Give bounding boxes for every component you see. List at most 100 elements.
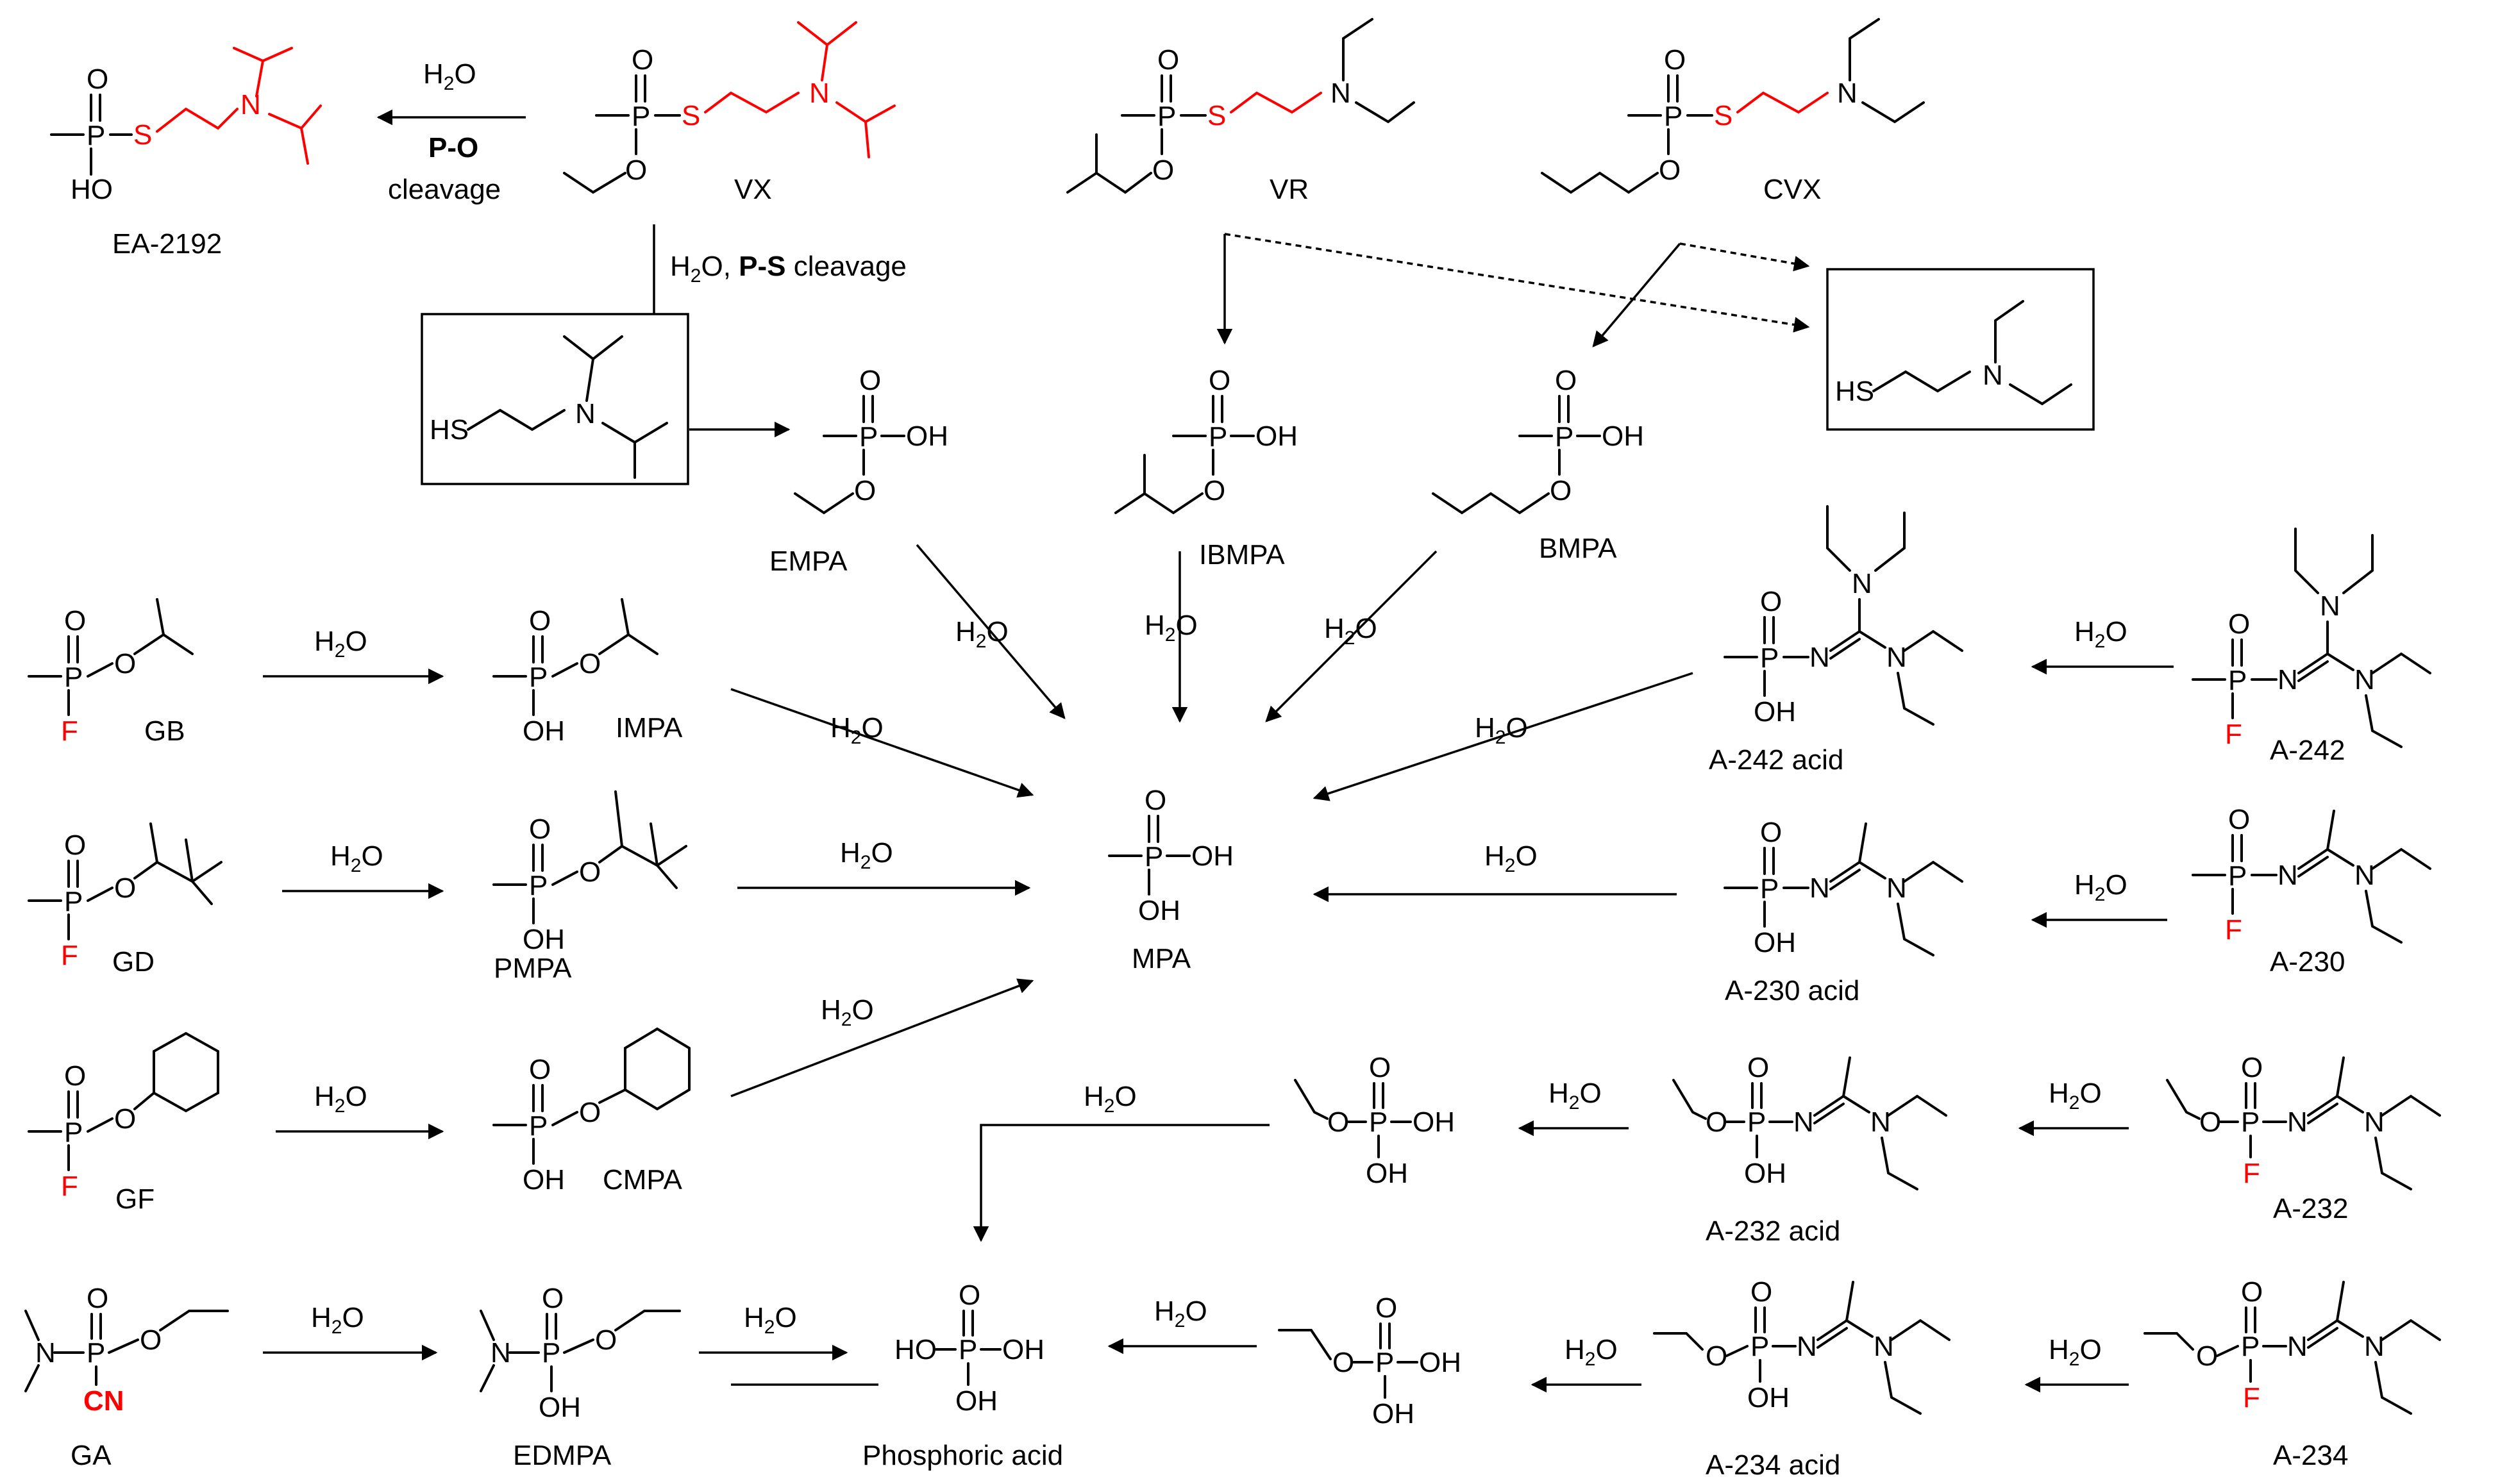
svg-text:H2O: H2O [1484,840,1538,876]
svg-text:O: O [595,1324,617,1356]
vx-label: VX [734,174,772,205]
svg-text:F: F [2243,1158,2260,1189]
svg-text:O: O [1550,475,1572,506]
vr-label: VR [1270,174,1309,205]
a230acid-label: A-230 acid [1725,975,1859,1006]
svg-text:H2O: H2O [1084,1081,1137,1117]
bmpa-structure: OH O [1432,363,1644,515]
ea2192-structure: HO S N [50,47,322,205]
thiol-box-vx [421,313,689,485]
svg-text:H2O: H2O [2049,1334,2102,1370]
svg-text:O: O [1152,154,1174,186]
svg-text:O: O [114,1103,136,1135]
svg-text:H2O, P-S cleavage: H2O, P-S cleavage [670,251,907,287]
gd-structure: F O [28,822,222,971]
svg-text:O: O [2196,1340,2218,1372]
svg-text:H2O: H2O [2074,869,2127,905]
a232-label: A-232 [2273,1193,2348,1224]
svg-text:H2O: H2O [840,837,893,873]
svg-text:OH: OH [539,1392,581,1423]
svg-text:O: O [1747,1052,1769,1083]
svg-text:O: O [114,872,136,904]
svg-text:H2O: H2O [423,58,476,94]
svg-text:H2O: H2O [744,1302,797,1338]
ga-structure: N P O CN O [24,1283,229,1417]
svg-text:H2O: H2O [1548,1078,1602,1113]
svg-text:N: N [1852,568,1872,599]
svg-text:P: P [1747,1106,1766,1138]
svg-text:O: O [1204,475,1225,506]
svg-text:F: F [2225,719,2242,750]
phosphoric-acid-structure: HO P O OH OH [894,1280,1044,1417]
svg-text:OH: OH [1744,1158,1786,1189]
svg-text:OH: OH [523,715,565,747]
svg-text:O: O [542,1283,564,1314]
methyl-phosphate-structure: O P O OH OH [1294,1052,1455,1189]
svg-text:S: S [1714,100,1732,131]
svg-text:OH: OH [1366,1158,1408,1189]
svg-text:N: N [575,398,596,429]
svg-text:P: P [1750,1331,1769,1362]
dipa-thiol-structure: HS N [430,335,668,479]
svg-text:HS: HS [430,414,469,446]
svg-text:O: O [1332,1347,1354,1378]
mpa-label: MPA [1132,943,1191,974]
bmpa-label: BMPA [1539,533,1617,564]
svg-text:H2O: H2O [1145,610,1198,646]
ps-cleavage-label: H2O, P-S cleavage [670,251,907,287]
svg-text:H2O: H2O [1324,613,1377,649]
svg-text:H2O: H2O [1475,712,1528,748]
svg-text:O: O [579,856,601,888]
arrow-bmpa-mpa [1265,550,1438,722]
ga-label: GA [71,1440,112,1471]
svg-text:N: N [2278,664,2298,696]
svg-text:CN: CN [83,1385,124,1417]
svg-text:N: N [1886,872,1907,904]
svg-text:O: O [579,1097,601,1128]
svg-text:N: N [1809,642,1830,673]
svg-text:N: N [1330,78,1351,109]
a242-structure: F N N N [2192,528,2431,750]
a242acid-label: A-242 acid [1709,744,1843,776]
svg-text:cleavage: cleavage [388,174,501,205]
po-cleavage-label: H2O P-O cleavage [388,58,501,205]
a232acid-structure: O P O OH N N [1672,1052,1947,1190]
svg-text:N: N [1837,78,1858,109]
svg-text:N: N [1793,1106,1814,1138]
a242-label: A-242 [2270,735,2345,766]
svg-text:OH: OH [1602,421,1644,452]
svg-text:H2O: H2O [1565,1334,1618,1370]
svg-text:F: F [2243,1382,2260,1413]
impa-structure: OH O [492,598,659,747]
svg-text:P-O: P-O [428,132,478,163]
empa-label: EMPA [769,546,848,577]
phosphoric-acid-label: Phosphoric acid [862,1440,1063,1471]
svg-text:O: O [1750,1276,1772,1308]
mpa-structure: OH OH [1108,783,1234,926]
svg-text:P: P [87,1337,105,1369]
svg-text:OH: OH [1419,1347,1461,1378]
svg-text:H2O: H2O [2074,616,2127,652]
svg-text:N: N [1874,1331,1894,1362]
svg-text:OH: OH [906,421,948,452]
a232acid-label: A-232 acid [1706,1215,1840,1247]
svg-text:O: O [140,1324,162,1356]
svg-text:OH: OH [1138,895,1180,926]
a234acid-label: A-234 acid [1706,1449,1840,1481]
svg-text:N: N [2287,1331,2308,1362]
svg-text:O: O [1369,1052,1391,1083]
arrow-cvx-bmpa [1592,242,1681,347]
svg-text:N: N [2278,860,2298,891]
cvx-structure: O S N [1541,18,1925,194]
svg-text:H2O: H2O [821,994,874,1030]
ibmpa-structure: OH O [1114,363,1298,515]
svg-text:HO: HO [894,1334,937,1365]
svg-text:F: F [61,940,78,971]
svg-text:P: P [959,1334,977,1365]
svg-text:O: O [114,648,136,679]
svg-text:O: O [854,475,876,506]
a230acid-structure: OH N N [1724,815,1963,958]
gb-label: GB [144,715,185,747]
svg-text:OH: OH [1754,696,1796,728]
vr-structure: O S N [1066,18,1415,194]
